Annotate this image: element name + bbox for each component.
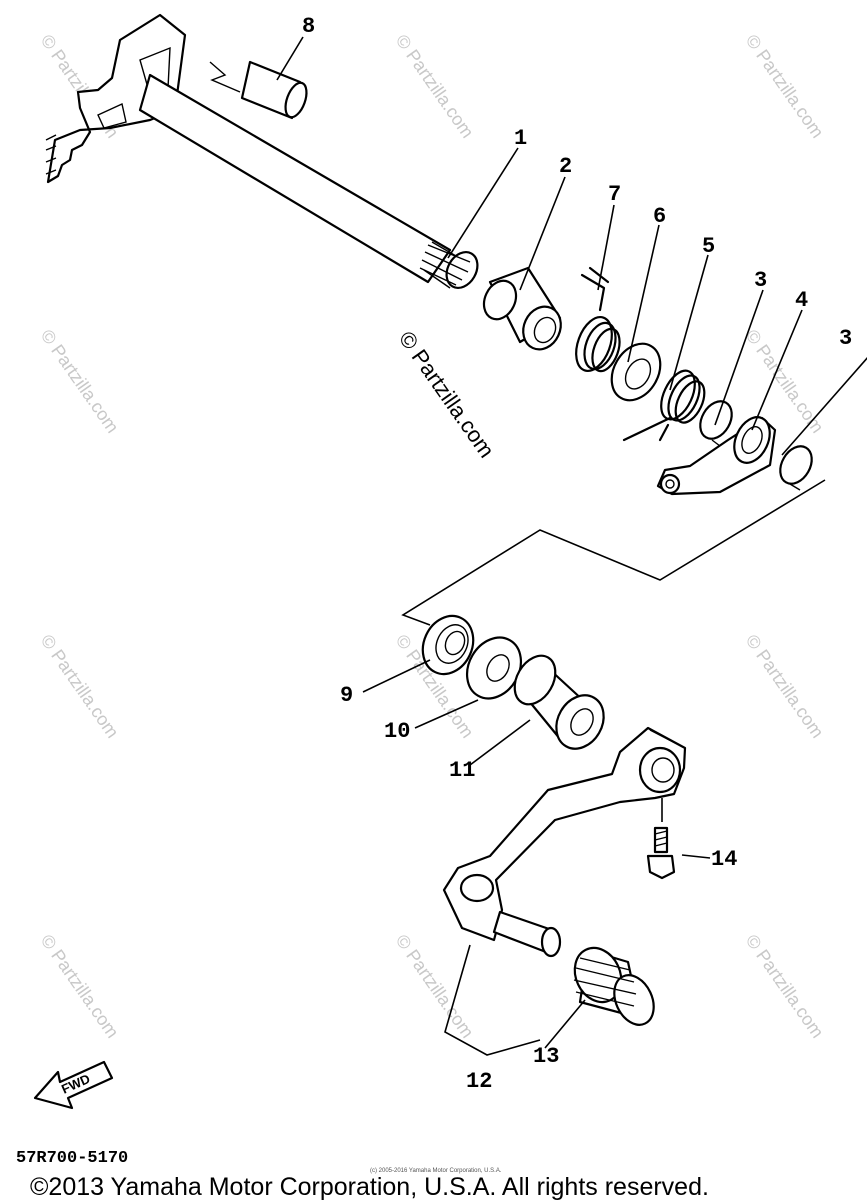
callout-14: 14 bbox=[711, 847, 737, 872]
callout-12: 12 bbox=[466, 1069, 492, 1094]
callout-2: 2 bbox=[559, 154, 572, 179]
diagram-code: 57R700-5170 bbox=[16, 1149, 128, 1168]
collar-part-11 bbox=[513, 654, 605, 750]
callout-13: 13 bbox=[533, 1044, 559, 1069]
callout-3-upper: 3 bbox=[754, 268, 767, 293]
watermark-layer: © Partzilla.com © Partzilla.com © Partzi… bbox=[37, 31, 828, 1042]
watermark: © Partzilla.com bbox=[742, 631, 828, 742]
callout-9: 9 bbox=[340, 683, 353, 708]
pedal-rubber-part-13 bbox=[573, 946, 655, 1026]
spring-part-7 bbox=[575, 266, 621, 373]
fwd-arrow-icon: FWD bbox=[33, 1060, 114, 1110]
watermark: © Partzilla.com bbox=[37, 631, 123, 742]
spring-part-5 bbox=[622, 369, 706, 442]
callout-3-lower: 3 bbox=[839, 326, 852, 351]
shift-shaft-part-1 bbox=[45, 13, 479, 289]
pedal-part-12 bbox=[442, 726, 687, 958]
pin-part-8 bbox=[209, 60, 308, 120]
callout-11: 11 bbox=[449, 758, 475, 783]
circlip-part-3-upper bbox=[699, 400, 733, 447]
watermark: © Partzilla.com bbox=[742, 31, 828, 142]
lever-part-4 bbox=[656, 416, 777, 496]
callout-10: 10 bbox=[384, 719, 410, 744]
collar-part-2 bbox=[482, 266, 562, 351]
bearing-part-9 bbox=[421, 614, 475, 676]
callout-1: 1 bbox=[514, 126, 527, 151]
callout-6: 6 bbox=[653, 204, 666, 229]
watermark: © Partzilla.com bbox=[742, 931, 828, 1042]
watermark: © Partzilla.com bbox=[37, 326, 123, 437]
washer-part-6 bbox=[610, 342, 662, 402]
watermark: © Partzilla.com bbox=[392, 931, 478, 1042]
leader-lines bbox=[276, 36, 867, 1056]
watermark: © Partzilla.com bbox=[37, 931, 123, 1042]
circlip-part-3-lower bbox=[779, 445, 813, 491]
copyright-text: ©2013 Yamaha Motor Corporation, U.S.A. A… bbox=[30, 1173, 709, 1200]
watermark-center: © Partzilla.com bbox=[394, 327, 500, 463]
callout-5: 5 bbox=[702, 234, 715, 259]
callout-labels: 8 1 2 7 6 5 3 4 3 9 10 11 14 13 12 bbox=[302, 14, 852, 1094]
assembly-line bbox=[401, 479, 826, 626]
callout-7: 7 bbox=[608, 182, 621, 207]
bolt-part-14 bbox=[646, 826, 676, 880]
watermark: © Partzilla.com bbox=[392, 31, 478, 142]
small-notice: (c) 2005-2016 Yamaha Motor Corporation, … bbox=[370, 1168, 502, 1174]
callout-4: 4 bbox=[795, 288, 808, 313]
callout-8: 8 bbox=[302, 14, 315, 39]
